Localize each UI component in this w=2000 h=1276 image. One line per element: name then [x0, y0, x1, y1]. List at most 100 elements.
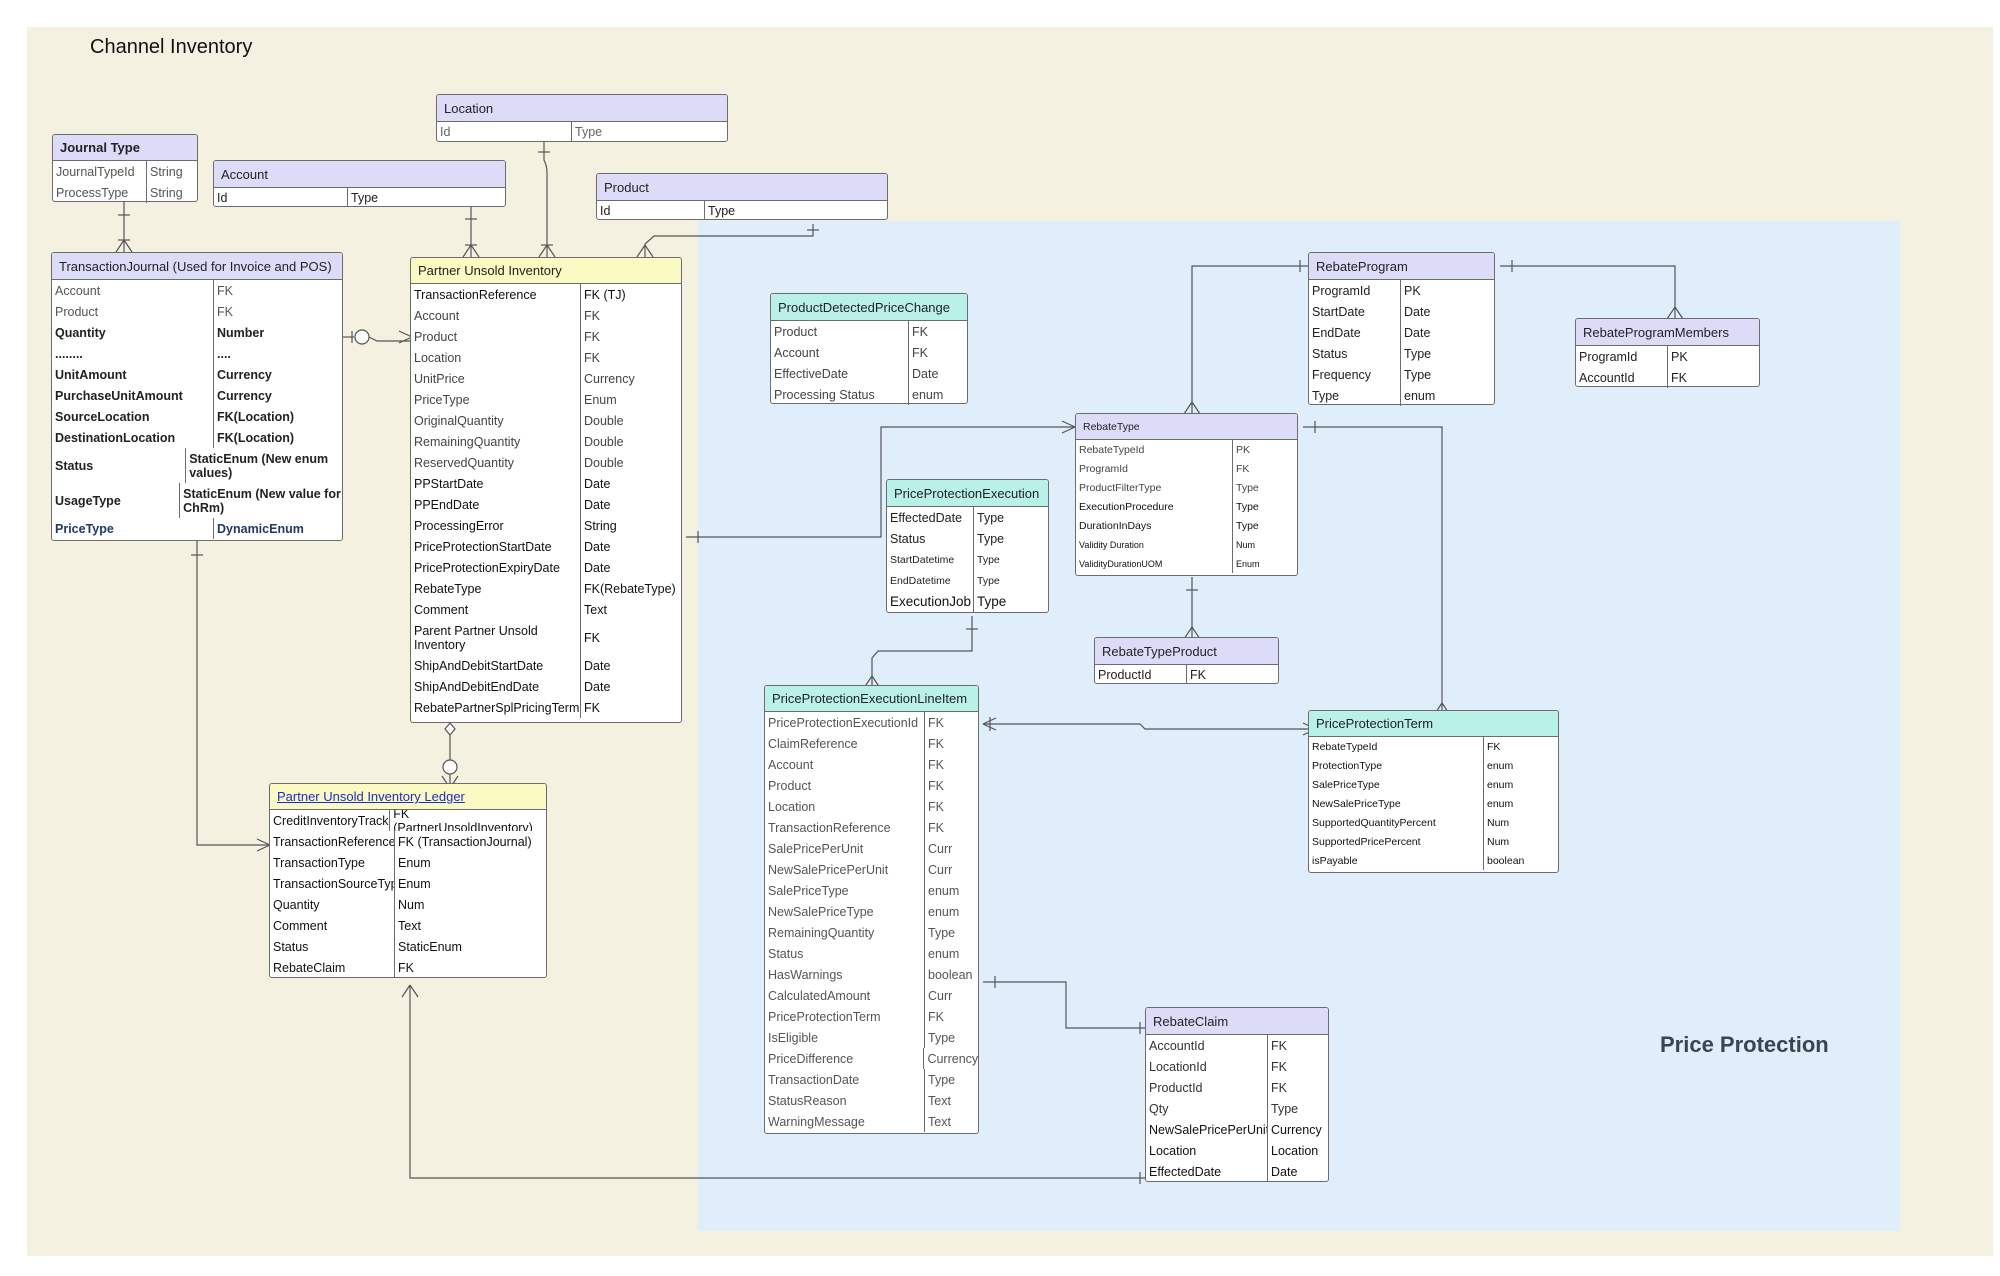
attribute-type: Enum — [398, 876, 431, 891]
attribute-name: ReservedQuantity — [411, 452, 581, 473]
attribute-type: FK — [1487, 740, 1501, 753]
attribute-type: enum — [1487, 778, 1514, 791]
attribute-name: EndDate — [1309, 322, 1401, 343]
entity-partner-unsold-inventory[interactable]: Partner Unsold Inventory TransactionRefe… — [410, 257, 682, 723]
attribute-name: EffectedDate — [1146, 1161, 1268, 1182]
attribute-name: StartDatetime — [887, 549, 974, 570]
entity-rebate-program-members-header: RebateProgramMembers — [1576, 319, 1759, 346]
entity-partner-unsold-inventory-ledger[interactable]: Partner Unsold Inventory Ledger CreditIn… — [269, 783, 547, 978]
attribute-type: Type — [1236, 519, 1259, 532]
attribute-type: Enum — [584, 392, 617, 407]
entity-name-link[interactable]: Partner Unsold Inventory Ledger — [277, 789, 465, 804]
attribute-type: enum — [1487, 759, 1514, 772]
entity-ppeli-header: PriceProtectionExecutionLineItem — [765, 686, 978, 712]
attribute-type: Type — [708, 203, 736, 218]
entity-name: RebateType — [1083, 420, 1140, 433]
entity-rebate-program-header: RebateProgram — [1309, 253, 1494, 280]
entity-transaction-journal[interactable]: TransactionJournal (Used for Invoice and… — [51, 252, 343, 541]
attribute-name: EndDatetime — [887, 570, 974, 591]
attribute-type: Num — [1236, 539, 1256, 550]
entity-account-header: Account — [214, 161, 505, 188]
attribute-type: FK — [928, 778, 944, 793]
entity-name: Account — [221, 166, 268, 182]
attribute-name: isPayable — [1309, 851, 1484, 870]
attribute-type: FK — [217, 283, 233, 298]
attribute-name: Id — [437, 122, 572, 142]
attribute-type: Curr — [928, 841, 953, 856]
attribute-type: .... — [217, 346, 231, 361]
attribute-type: Double — [584, 455, 624, 470]
attribute-name: Product — [771, 321, 909, 342]
attribute-name: Status — [765, 943, 925, 964]
attribute-type: FK — [1671, 370, 1687, 385]
entity-price-protection-execution-line-item[interactable]: PriceProtectionExecutionLineItem PricePr… — [764, 685, 979, 1134]
attribute-type: Curr — [928, 988, 953, 1003]
attribute-type: Text — [584, 602, 607, 617]
attribute-name: Location — [765, 796, 925, 817]
entity-pdpc-header: ProductDetectedPriceChange — [771, 294, 967, 321]
attribute-name: SalePriceType — [765, 880, 925, 901]
attribute-type: FK — [1271, 1059, 1287, 1074]
attribute-name: Location — [1146, 1140, 1268, 1161]
entity-ledger-header: Partner Unsold Inventory Ledger — [270, 784, 546, 810]
entity-transaction-journal-header: TransactionJournal (Used for Invoice and… — [52, 253, 342, 280]
attribute-name: StatusReason — [765, 1090, 925, 1111]
attribute-name: EffectedDate — [887, 507, 974, 528]
attribute-name: OriginalQuantity — [411, 410, 581, 431]
entity-name: TransactionJournal (Used for Invoice and… — [59, 258, 332, 274]
attribute-type: Date — [1404, 325, 1431, 340]
attribute-name: Parent Partner Unsold Inventory — [411, 620, 581, 655]
attribute-name: ShipAndDebitEndDate — [411, 676, 581, 697]
attribute-name: ProtectionType — [1309, 756, 1484, 775]
attribute-name: WarningMessage — [765, 1111, 925, 1132]
attribute-name: Location — [411, 347, 581, 368]
attribute-type: Type — [351, 190, 379, 205]
attribute-type: FK(RebateType) — [584, 581, 676, 596]
attribute-name: RemainingQuantity — [411, 431, 581, 452]
attribute-name: Validity Duration — [1076, 535, 1233, 554]
attribute-type: enum — [1487, 797, 1514, 810]
attribute-type: String — [150, 164, 183, 179]
attribute-name: HasWarnings — [765, 964, 925, 985]
attribute-name: Status — [270, 936, 395, 957]
attribute-type: Type — [1271, 1101, 1299, 1116]
attribute-type: FK — [912, 345, 928, 360]
attribute-type: FK — [1271, 1080, 1287, 1095]
entity-ppt-header: PriceProtectionTerm — [1309, 711, 1558, 737]
attribute-type: boolean — [928, 967, 973, 982]
